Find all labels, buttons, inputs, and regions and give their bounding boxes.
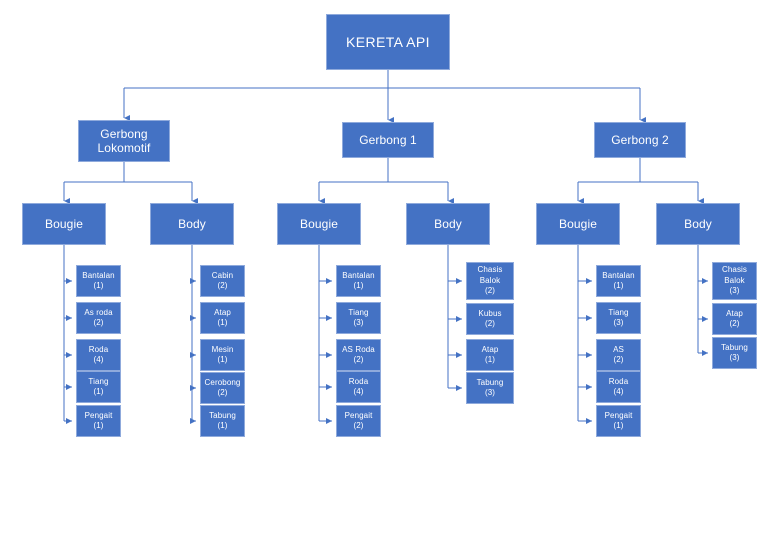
leaf-as-roda[interactable]: AS Roda (2) <box>336 339 381 371</box>
node-gerbong-2[interactable]: Gerbong 2 <box>594 122 686 158</box>
leaf-atap[interactable]: Atap (1) <box>466 339 514 371</box>
leaf-bantalan[interactable]: Bantalan (1) <box>596 265 641 297</box>
node-gerbong1-body[interactable]: Body <box>406 203 490 245</box>
node-gerbong1-bougie[interactable]: Bougie <box>277 203 361 245</box>
leaf-tabung[interactable]: Tabung (3) <box>466 372 514 404</box>
node-lokomotif-body[interactable]: Body <box>150 203 234 245</box>
leaf-tiang[interactable]: Tiang (1) <box>76 371 121 403</box>
leaf-pengait[interactable]: Pengait (1) <box>76 405 121 437</box>
leaf-kubus[interactable]: Kubus (2) <box>466 303 514 335</box>
node-gerbong2-bougie[interactable]: Bougie <box>536 203 620 245</box>
leaf-chasis-balok[interactable]: Chasis Balok (2) <box>466 262 514 300</box>
leaf-tiang[interactable]: Tiang (3) <box>596 302 641 334</box>
leaf-roda[interactable]: Roda (4) <box>336 371 381 403</box>
leaf-bantalan[interactable]: Bantalan (1) <box>76 265 121 297</box>
leaf-as-roda[interactable]: As roda (2) <box>76 302 121 334</box>
leaf-chasis-balok[interactable]: Chasis Balok (3) <box>712 262 757 300</box>
leaf-atap[interactable]: Atap (2) <box>712 303 757 335</box>
leaf-tiang[interactable]: Tiang (3) <box>336 302 381 334</box>
leaf-as[interactable]: AS (2) <box>596 339 641 371</box>
leaf-atap[interactable]: Atap (1) <box>200 302 245 334</box>
leaf-cabin[interactable]: Cabin (2) <box>200 265 245 297</box>
leaf-bantalan[interactable]: Bantalan (1) <box>336 265 381 297</box>
leaf-tabung[interactable]: Tabung (1) <box>200 405 245 437</box>
leaf-tabung[interactable]: Tabung (3) <box>712 337 757 369</box>
leaf-roda[interactable]: Roda (4) <box>596 371 641 403</box>
leaf-roda[interactable]: Roda (4) <box>76 339 121 371</box>
node-gerbong-lokomotif[interactable]: Gerbong Lokomotif <box>78 120 170 162</box>
node-gerbong-1[interactable]: Gerbong 1 <box>342 122 434 158</box>
node-lokomotif-bougie[interactable]: Bougie <box>22 203 106 245</box>
leaf-cerobong[interactable]: Cerobong (2) <box>200 372 245 404</box>
node-gerbong2-body[interactable]: Body <box>656 203 740 245</box>
leaf-pengait[interactable]: Pengait (1) <box>596 405 641 437</box>
leaf-mesin[interactable]: Mesin (1) <box>200 339 245 371</box>
leaf-pengait[interactable]: Pengait (2) <box>336 405 381 437</box>
node-kereta-api[interactable]: KERETA API <box>326 14 450 70</box>
